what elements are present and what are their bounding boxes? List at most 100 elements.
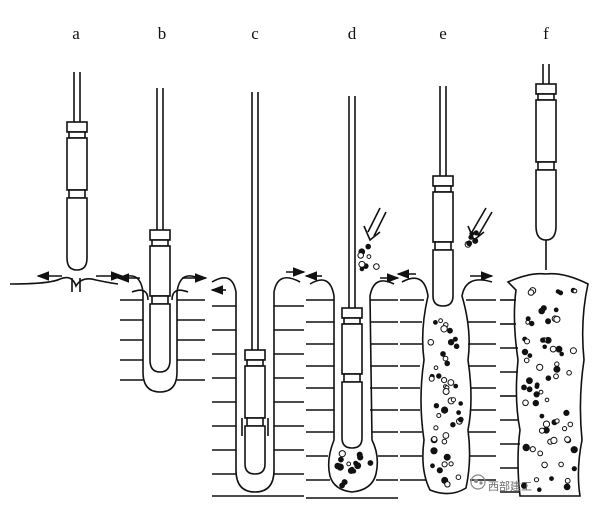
aggregate-particle [436, 373, 442, 379]
aggregate-particle [441, 438, 448, 445]
falling-aggregate [373, 263, 380, 270]
aggregate-particle [458, 401, 464, 406]
aggregate-particle [436, 467, 443, 474]
aggregate-particle [367, 460, 374, 466]
aggregate-particle [555, 345, 563, 353]
aggregate-particle [527, 289, 535, 296]
aggregate-particle [564, 436, 571, 443]
aggregate-particle [544, 397, 550, 403]
aggregate-fill [334, 230, 578, 493]
aggregate-particle [526, 386, 533, 393]
aggregate-particle [569, 347, 577, 355]
aggregate-particle [553, 315, 561, 323]
stage-label-e: e [439, 24, 447, 43]
aggregate-particle [447, 339, 455, 346]
aggregate-particle [549, 345, 557, 353]
aggregate-particle [559, 351, 565, 357]
aggregate-particle [442, 432, 450, 439]
aggregate-particle [453, 343, 460, 350]
aggregate-particle [553, 307, 559, 313]
aggregate-particle [537, 487, 542, 493]
aggregate-particle [540, 337, 546, 343]
aggregate-particle [338, 456, 344, 463]
aggregate-particle [562, 426, 568, 432]
aggregate-particle [539, 413, 545, 419]
aggregate-particle [533, 391, 540, 398]
aggregate-particle [442, 388, 450, 395]
aggregate-particle [441, 406, 449, 414]
aggregate-particle [527, 353, 533, 359]
falling-aggregate [358, 260, 366, 268]
aggregate-particle [334, 462, 342, 470]
aggregate-particle [448, 461, 454, 467]
aggregate-particle [428, 375, 435, 382]
aggregate-particle [450, 397, 456, 403]
stage-b-group [116, 88, 208, 393]
aggregate-particle [444, 360, 451, 367]
aggregate-particle [537, 450, 544, 457]
aggregate-particle [570, 446, 578, 454]
aggregate-particle [427, 339, 435, 346]
stage-a-group [9, 72, 124, 292]
aggregate-particle [541, 461, 548, 469]
aggregate-particle [522, 443, 530, 452]
stage-f-group [500, 64, 589, 497]
aggregate-particle [564, 477, 571, 484]
aggregate-particle [447, 327, 453, 334]
aggregate-particle [554, 418, 560, 424]
aggregate-particle [566, 370, 572, 376]
aggregate-particle [534, 384, 540, 390]
aggregate-particle [525, 319, 531, 325]
aggregate-particle [357, 454, 364, 461]
aggregate-particle [558, 461, 564, 468]
aggregate-particle [538, 389, 544, 395]
aggregate-particle [532, 399, 539, 407]
aggregate-particle [542, 344, 548, 350]
aggregate-particle [521, 384, 527, 391]
aggregate-particle [354, 462, 362, 470]
aggregate-particle [538, 427, 546, 434]
aggregate-particle [443, 453, 451, 461]
aggregate-particle [430, 463, 435, 469]
aggregate-particle [441, 461, 448, 468]
falling-aggregate [469, 231, 475, 237]
aggregate-particle [456, 410, 462, 416]
falling-aggregate [473, 230, 479, 236]
aggregate-particle [521, 348, 529, 356]
stage-c-group [210, 92, 306, 497]
aggregate-particle [431, 436, 438, 443]
aggregate-particle [522, 399, 529, 407]
aggregate-particle [447, 379, 455, 386]
aggregate-particle [440, 351, 446, 357]
aggregate-particle [554, 361, 560, 367]
aggregate-particle [338, 450, 346, 458]
stage-label-a: a [72, 24, 80, 43]
aggregate-particle [542, 420, 551, 428]
aggregate-particle [526, 377, 533, 385]
aggregate-particle [444, 481, 451, 488]
aggregate-particle [442, 355, 449, 362]
aggregate-particle [553, 365, 561, 373]
falling-aggregate [359, 266, 365, 272]
aggregate-particle [529, 446, 536, 453]
aggregate-particle [550, 436, 558, 444]
aggregate-particle [571, 466, 577, 472]
aggregate-particle [433, 403, 440, 409]
watermark-logo [470, 474, 486, 490]
aggregate-particle [549, 476, 554, 482]
falling-aggregate [366, 254, 372, 260]
aggregate-particle [572, 288, 578, 294]
aggregate-particle [440, 325, 448, 333]
aggregate-particle [558, 290, 564, 296]
aggregate-particle [563, 409, 570, 416]
aggregate-particle [523, 357, 530, 364]
aggregate-particle [430, 447, 438, 455]
falling-aggregate [472, 237, 479, 244]
aggregate-particle [453, 383, 459, 389]
aggregate-particle [433, 425, 439, 431]
aggregate-particle [536, 363, 544, 371]
aggregate-particle [346, 461, 352, 467]
aggregate-particle [538, 307, 546, 315]
aggregate-particle [567, 421, 574, 428]
